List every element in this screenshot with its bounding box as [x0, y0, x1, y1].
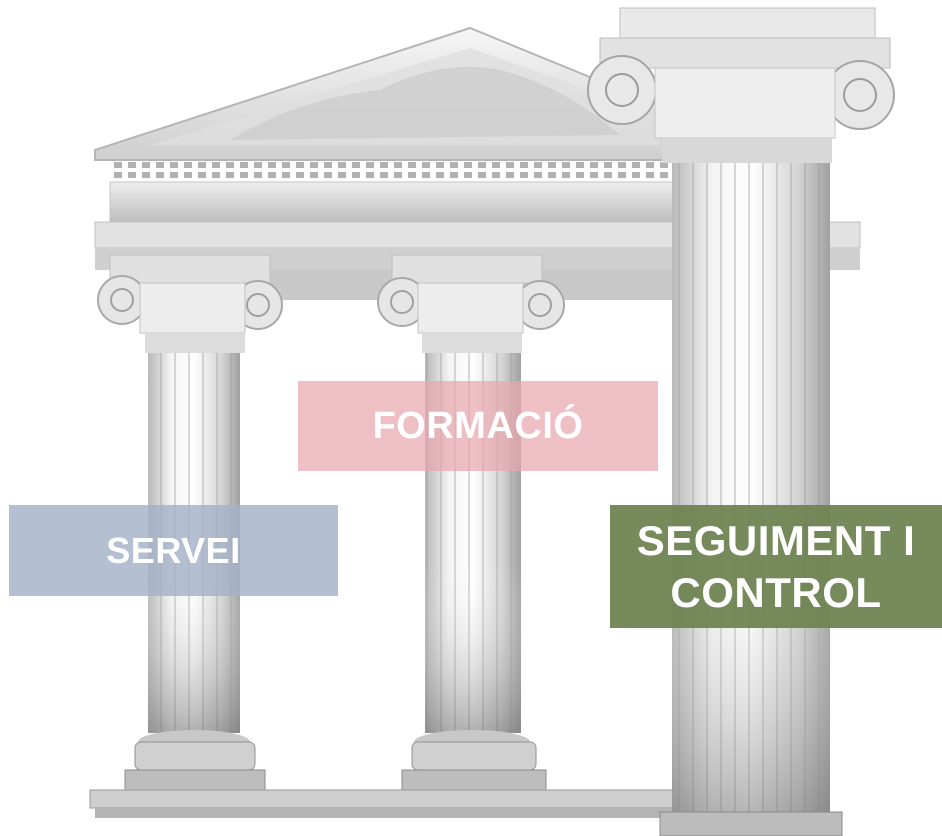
seguiment-text-line1: SEGUIMENT I — [636, 516, 916, 564]
column-left — [97, 254, 283, 791]
formacio-label: FORMACIÓ — [298, 381, 658, 471]
servei-text: SERVEI — [106, 529, 241, 571]
column-middle — [377, 254, 565, 791]
column-right — [587, 7, 895, 836]
seguiment-text-line2: CONTROL — [670, 568, 882, 616]
formacio-text: FORMACIÓ — [372, 404, 584, 447]
seguiment-control-label: SEGUIMENT I CONTROL — [610, 505, 942, 628]
servei-label: SERVEI — [9, 505, 338, 596]
